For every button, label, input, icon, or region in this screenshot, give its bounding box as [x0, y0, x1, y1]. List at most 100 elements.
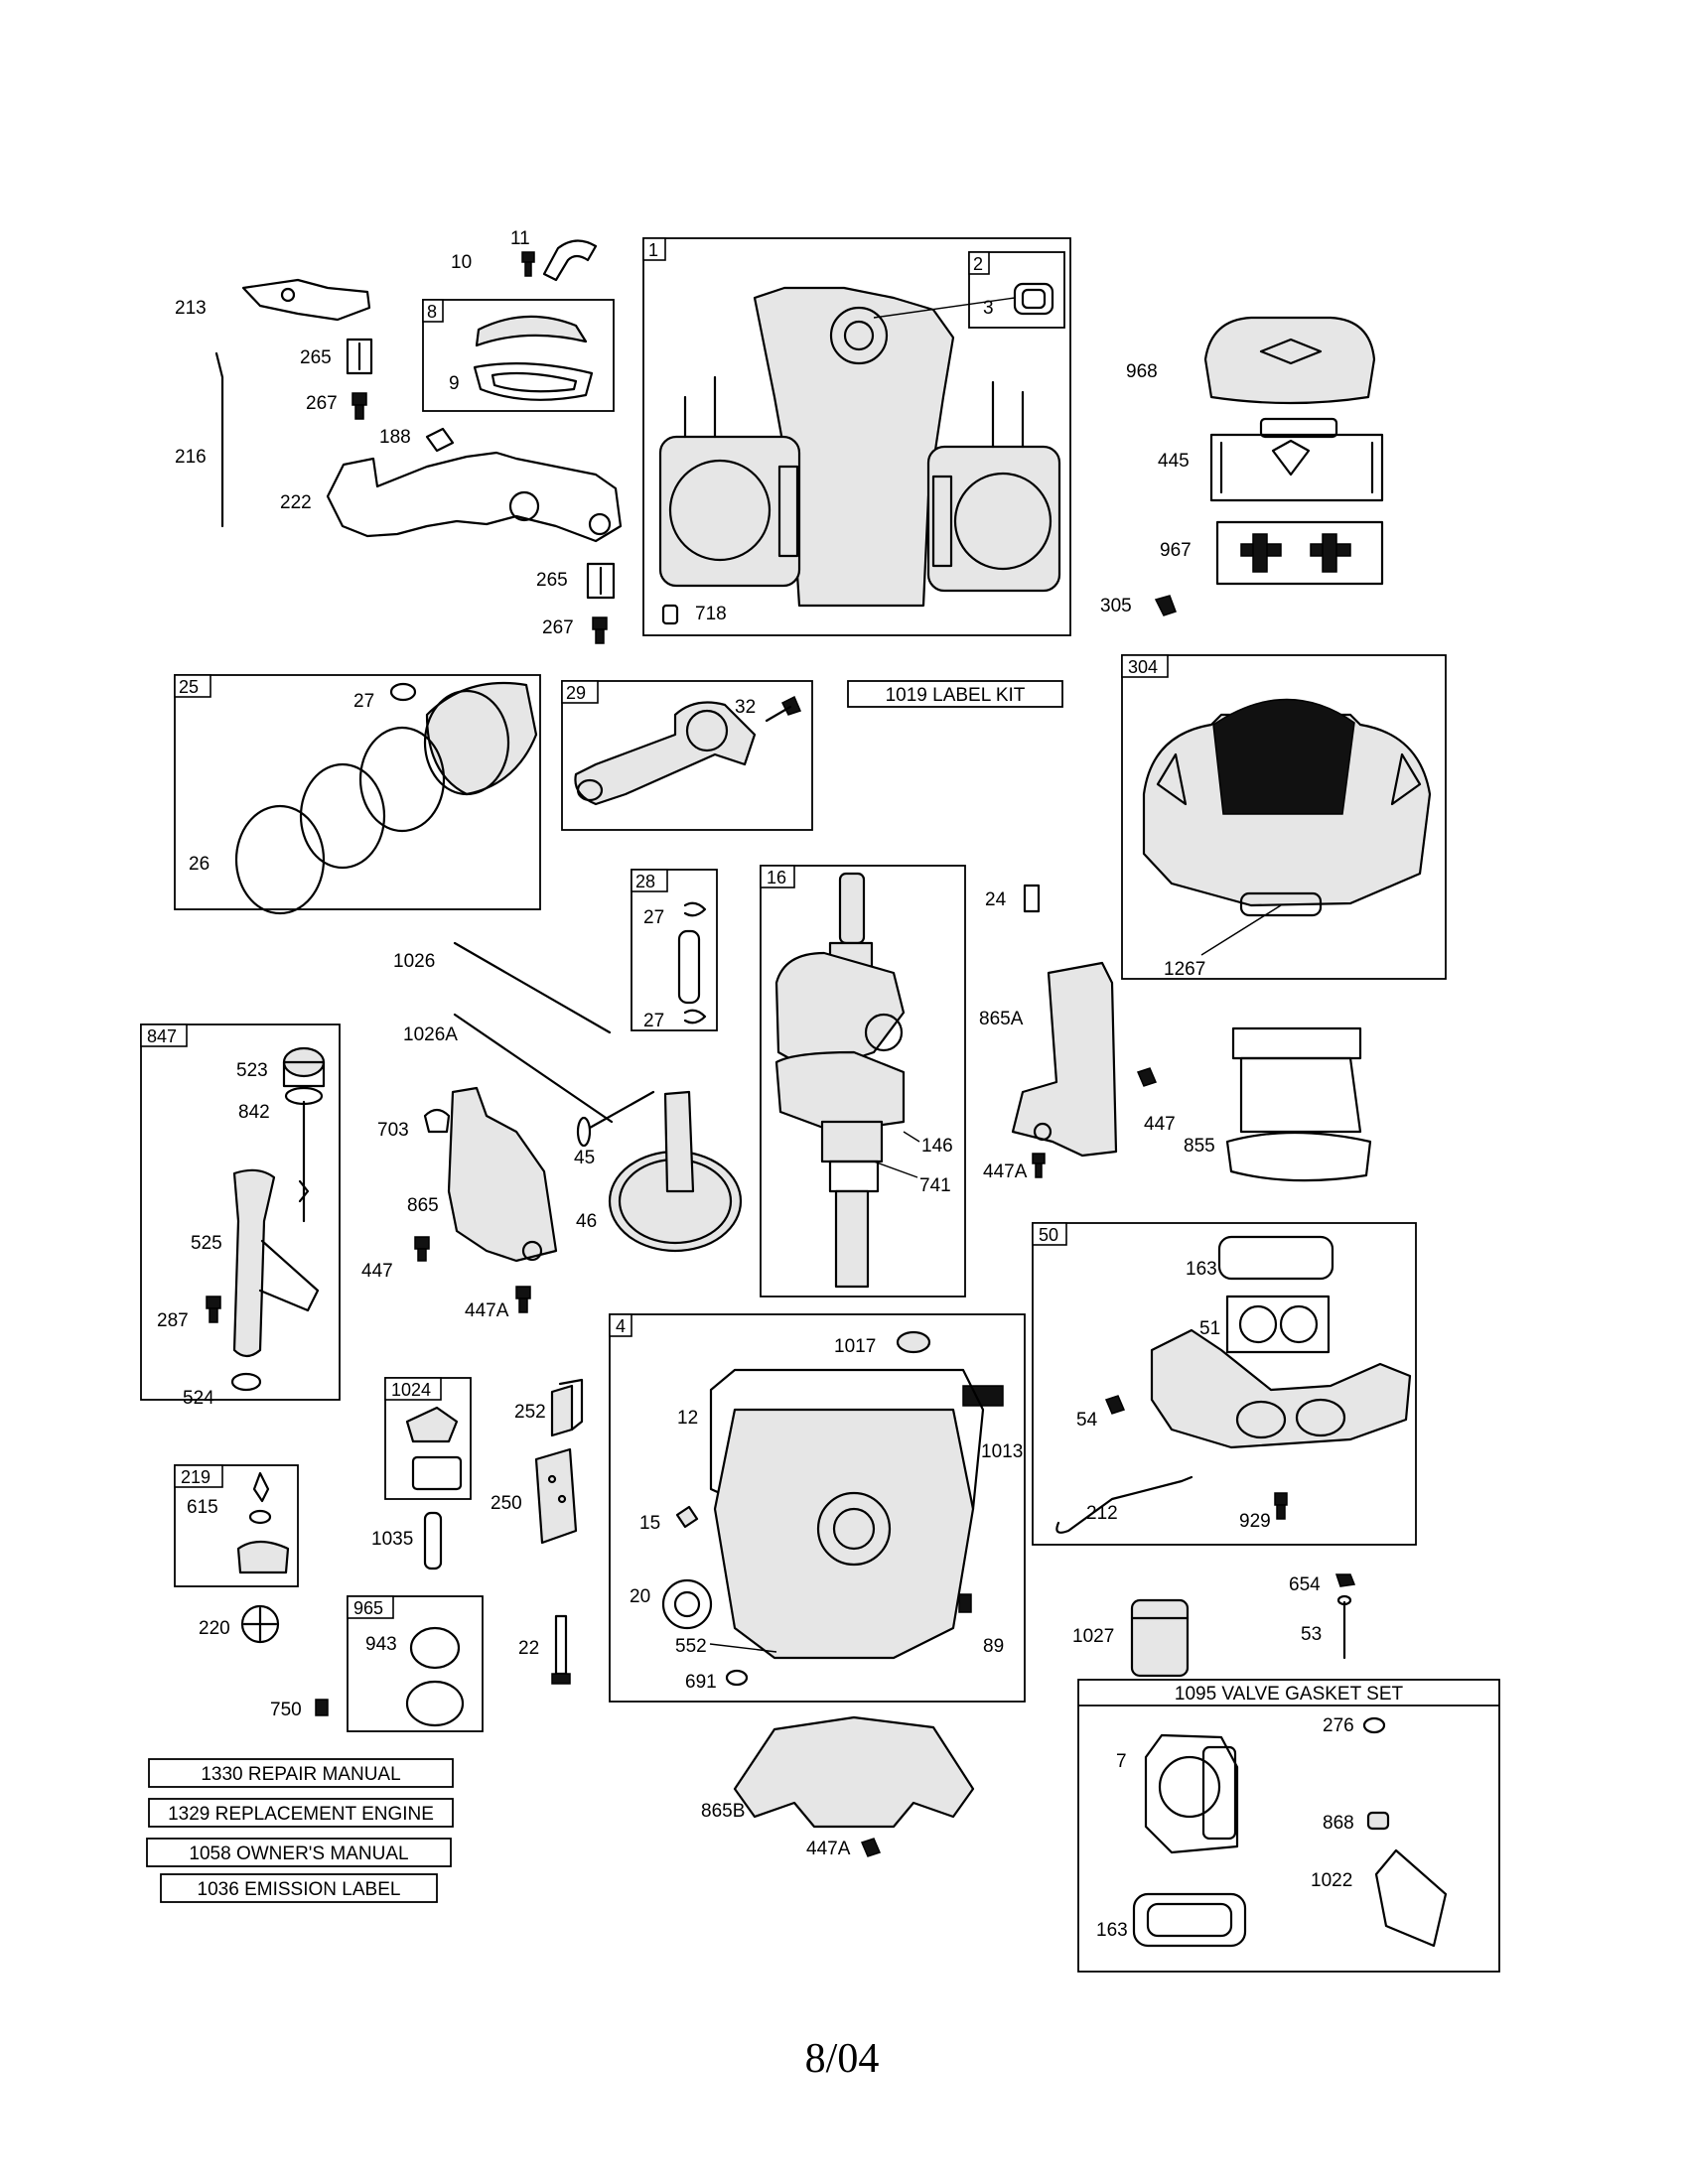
label-447-right: 447: [1144, 1114, 1176, 1135]
label-447a-lower: 447A: [806, 1839, 851, 1859]
label-22: 22: [518, 1638, 539, 1659]
box-4-sump: 4: [609, 1313, 1026, 1703]
label-46: 46: [576, 1211, 597, 1232]
label-212: 212: [1086, 1503, 1118, 1524]
label-24: 24: [985, 889, 1007, 910]
box-8: 8: [422, 299, 615, 412]
label-27-pin-lower: 27: [643, 1011, 664, 1031]
label-524: 524: [183, 1388, 214, 1409]
label-1027: 1027: [1072, 1626, 1114, 1647]
label-45: 45: [574, 1148, 595, 1168]
part-865b-baffle: [733, 1715, 975, 1829]
label-1026a: 1026A: [403, 1024, 458, 1045]
box-965: 965: [347, 1595, 571, 1732]
label-276: 276: [1323, 1715, 1354, 1736]
box-304-number: 304: [1128, 657, 1158, 677]
box-16-crankshaft: 16: [760, 865, 966, 1297]
label-32: 32: [735, 697, 756, 718]
box-847-dipstick-tube: 847: [140, 1024, 341, 1401]
label-447a-right: 447A: [983, 1161, 1028, 1182]
kit-owners-manual: 1058 OWNER'S MANUAL: [189, 1843, 408, 1864]
parts-252-250-1035: [423, 1378, 584, 1570]
label-943: 943: [365, 1634, 397, 1655]
air-cleaner-parts: [1154, 316, 1384, 616]
label-842: 842: [238, 1102, 270, 1123]
label-89: 89: [983, 1636, 1004, 1657]
box-847-number: 847: [147, 1026, 177, 1046]
label-615: 615: [187, 1497, 218, 1518]
part-24-key: [1023, 884, 1041, 913]
label-447-left: 447: [361, 1261, 393, 1282]
label-305: 305: [1100, 596, 1132, 616]
label-7: 7: [1116, 1751, 1127, 1772]
label-287: 287: [157, 1310, 189, 1331]
label-552: 552: [675, 1636, 707, 1657]
baffle-865a: [1011, 961, 1158, 1178]
box-29-connecting-rod: 29: [561, 680, 813, 831]
label-27-pin-upper: 27: [643, 907, 664, 928]
box-29-number: 29: [566, 683, 586, 703]
label-445: 445: [1158, 451, 1190, 472]
label-3: 3: [983, 298, 994, 319]
governor-parts: [214, 239, 623, 644]
label-15: 15: [639, 1513, 660, 1534]
label-968: 968: [1126, 361, 1158, 382]
footer-date: 8/04: [804, 2036, 880, 2082]
label-929: 929: [1239, 1511, 1271, 1532]
oil-filter-area: [1130, 1573, 1356, 1678]
label-750: 750: [270, 1700, 302, 1720]
box-1024: 1024: [384, 1377, 472, 1500]
label-20: 20: [630, 1586, 650, 1607]
part-855-intake-gasket-adapter: [1225, 1026, 1372, 1182]
label-1022: 1022: [1311, 1870, 1352, 1891]
label-523: 523: [236, 1060, 268, 1081]
label-265-upper: 265: [300, 347, 332, 368]
label-163-upper: 163: [1186, 1259, 1217, 1280]
box-1-cylinder-block: 1 2: [642, 237, 1071, 636]
box-25-piston-assembly: 25: [174, 674, 541, 915]
box-25-number: 25: [179, 677, 199, 697]
label-525: 525: [191, 1233, 222, 1254]
label-54: 54: [1076, 1410, 1098, 1431]
label-53: 53: [1301, 1624, 1322, 1645]
box-4-number: 4: [616, 1316, 626, 1336]
label-868: 868: [1323, 1813, 1354, 1834]
label-865b: 865B: [701, 1801, 745, 1822]
label-51: 51: [1199, 1318, 1220, 1339]
box-8-number: 8: [427, 302, 437, 322]
label-250: 250: [491, 1493, 522, 1514]
label-kit: 1019 LABEL KIT: [847, 680, 1063, 708]
label-216: 216: [175, 447, 207, 468]
label-252: 252: [514, 1402, 546, 1423]
label-855: 855: [1184, 1136, 1215, 1157]
part-447a-screw-lower: [860, 1838, 882, 1857]
label-11: 11: [510, 228, 530, 249]
label-kit-text: 1019 LABEL KIT: [886, 685, 1026, 706]
label-222: 222: [280, 492, 312, 513]
valve-gasket-set: 1095 VALVE GASKET SET: [1077, 1679, 1500, 1973]
kit-emission-label: 1036 EMISSION LABEL: [198, 1879, 401, 1900]
label-9: 9: [449, 373, 460, 394]
kit-repair-manual: 1330 REPAIR MANUAL: [201, 1764, 400, 1785]
box-965-number: 965: [353, 1598, 383, 1618]
label-267-lower: 267: [542, 617, 574, 638]
label-267-upper: 267: [306, 393, 338, 414]
box-304-blower-housing: 304: [1121, 654, 1447, 980]
label-265-lower: 265: [536, 570, 568, 591]
valve-gasket-set-title: 1095 VALVE GASKET SET: [1175, 1684, 1404, 1705]
label-220: 220: [199, 1618, 230, 1639]
label-213: 213: [175, 298, 207, 319]
label-691: 691: [685, 1672, 717, 1693]
label-1017: 1017: [834, 1336, 876, 1357]
box-1-number: 1: [648, 240, 658, 260]
camshaft-area: [414, 1086, 743, 1313]
label-1035: 1035: [371, 1529, 413, 1550]
label-26: 26: [189, 854, 210, 875]
box-2-number: 2: [973, 254, 983, 274]
box-50-number: 50: [1039, 1225, 1058, 1245]
kit-replacement-engine: 1329 REPLACEMENT ENGINE: [168, 1804, 434, 1825]
label-10: 10: [451, 252, 472, 273]
box-219-oil-pump: 219: [174, 1464, 329, 1716]
label-188: 188: [379, 427, 411, 448]
